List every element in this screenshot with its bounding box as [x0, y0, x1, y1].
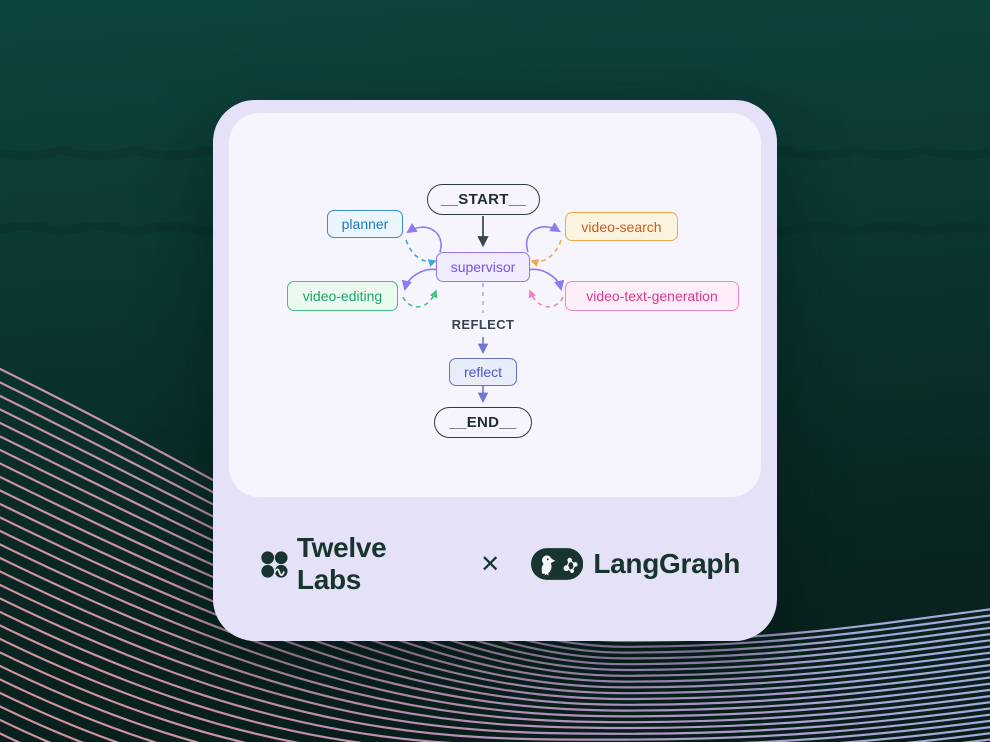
node-start-label: __START__: [441, 191, 526, 208]
graph-glyph: [563, 557, 578, 573]
logo-row: Twelve Labs ✕ LangGraph: [260, 532, 740, 595]
node-end: __END__: [434, 407, 532, 438]
langgraph-icon: [531, 548, 584, 580]
twelve-labs-icon: [261, 550, 288, 578]
langgraph-wordmark: LangGraph: [593, 548, 740, 579]
parrot-glyph: [541, 555, 556, 576]
node-supervisor: supervisor: [436, 252, 530, 282]
node-video-text-generation-label: video-text-generation: [586, 288, 718, 304]
node-reflect-label: reflect: [463, 364, 503, 380]
node-planner: planner: [327, 210, 403, 238]
twelve-labs-wordmark: Twelve Labs: [296, 532, 387, 595]
node-planner-label: planner: [341, 216, 389, 232]
node-video-search: video-search: [565, 212, 678, 241]
reflect-edge-label: REFLECT: [451, 317, 515, 332]
node-video-editing-label: video-editing: [302, 288, 383, 304]
node-video-editing: video-editing: [287, 281, 398, 311]
node-start: __START__: [427, 184, 540, 215]
node-supervisor-label: supervisor: [450, 259, 516, 275]
x-separator: ✕: [480, 550, 501, 578]
node-video-search-label: video-search: [581, 218, 662, 235]
node-end-label: __END__: [449, 414, 517, 431]
node-video-text-generation: video-text-generation: [565, 281, 739, 311]
node-reflect: reflect: [449, 358, 517, 386]
